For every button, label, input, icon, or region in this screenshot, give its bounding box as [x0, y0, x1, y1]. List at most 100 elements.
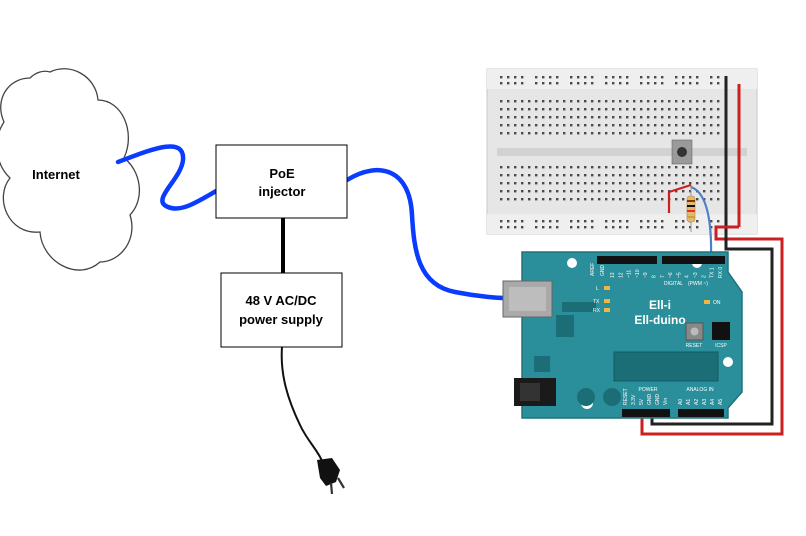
breadboard-hole [633, 166, 636, 169]
breadboard-hole [682, 132, 685, 135]
breadboard-hole [612, 190, 615, 193]
breadboard-hole [521, 190, 524, 193]
breadboard-hole [556, 182, 559, 185]
breadboard-hole [528, 108, 531, 111]
breadboard-hole [717, 82, 720, 85]
pin-label: GND [647, 394, 653, 406]
breadboard-hole [619, 108, 622, 111]
pin-label: GND [655, 394, 661, 406]
breadboard-hole [710, 166, 713, 169]
breadboard-hole [703, 108, 706, 111]
breadboard-hole [542, 174, 545, 177]
breadboard-hole [507, 220, 510, 223]
breadboard-hole [591, 100, 594, 103]
pin-label: RX 0 [718, 267, 724, 278]
breadboard-hole [563, 116, 566, 119]
breadboard-hole [556, 132, 559, 135]
breadboard-hole [689, 166, 692, 169]
pin-label: A3 [702, 399, 708, 405]
breadboard-hole [661, 82, 664, 85]
breadboard-hole [563, 198, 566, 201]
breadboard-hole [549, 116, 552, 119]
breadboard-hole [591, 116, 594, 119]
aref-label: AREF [590, 263, 596, 276]
pin-label: ~6 [668, 272, 674, 278]
breadboard-hole [521, 198, 524, 201]
breadboard-hole [696, 220, 699, 223]
breadboard-hole [696, 174, 699, 177]
pin-label: RESET [623, 388, 629, 405]
breadboard-hole [626, 190, 629, 193]
on-label: ON [713, 300, 721, 306]
breadboard-hole [647, 198, 650, 201]
breadboard-hole [647, 226, 650, 229]
pin-label: ~10 [635, 269, 641, 278]
breadboard-hole [514, 198, 517, 201]
pin-label: 12 [618, 272, 624, 278]
breadboard-hole [556, 116, 559, 119]
breadboard-hole [619, 124, 622, 127]
breadboard-hole [689, 100, 692, 103]
breadboard-hole [612, 220, 615, 223]
pin-label: A2 [694, 399, 700, 405]
icsp-header [712, 322, 730, 340]
breadboard-hole [570, 108, 573, 111]
breadboard-hole [521, 174, 524, 177]
breadboard-hole [521, 220, 524, 223]
breadboard-hole [626, 198, 629, 201]
breadboard-hole [542, 226, 545, 229]
breadboard [486, 68, 758, 236]
breadboard-hole [514, 182, 517, 185]
breadboard-hole [514, 108, 517, 111]
breadboard-holes [500, 76, 720, 229]
breadboard-hole [556, 198, 559, 201]
breadboard-hole [570, 220, 573, 223]
breadboard-hole [640, 76, 643, 79]
breadboard-hole [591, 182, 594, 185]
breadboard-hole [682, 220, 685, 223]
led-l-label: L [596, 286, 599, 292]
breadboard-hole [703, 100, 706, 103]
breadboard-hole [682, 116, 685, 119]
breadboard-hole [675, 132, 678, 135]
pin-label: 7 [660, 275, 666, 278]
breadboard-hole [654, 174, 657, 177]
breadboard-hole [584, 166, 587, 169]
breadboard-hole [633, 174, 636, 177]
breadboard-hole [640, 190, 643, 193]
breadboard-hole [675, 100, 678, 103]
breadboard-hole [542, 182, 545, 185]
breadboard-hole [605, 226, 608, 229]
breadboard-hole [640, 82, 643, 85]
breadboard-hole [661, 220, 664, 223]
breadboard-hole [703, 116, 706, 119]
breadboard-hole [675, 226, 678, 229]
breadboard-hole [549, 108, 552, 111]
breadboard-hole [654, 190, 657, 193]
breadboard-hole [619, 182, 622, 185]
breadboard-hole [682, 166, 685, 169]
breadboard-hole [703, 190, 706, 193]
breadboard-hole [647, 100, 650, 103]
breadboard-hole [689, 124, 692, 127]
breadboard-hole [535, 174, 538, 177]
breadboard-hole [619, 226, 622, 229]
breadboard-hole [570, 190, 573, 193]
breadboard-hole [500, 100, 503, 103]
breadboard-hole [696, 108, 699, 111]
breadboard-hole [619, 174, 622, 177]
breadboard-hole [612, 198, 615, 201]
breadboard-hole [535, 182, 538, 185]
breadboard-hole [647, 76, 650, 79]
breadboard-hole [633, 132, 636, 135]
breadboard-hole [619, 220, 622, 223]
breadboard-hole [626, 108, 629, 111]
breadboard-hole [542, 100, 545, 103]
breadboard-hole [591, 226, 594, 229]
breadboard-hole [507, 116, 510, 119]
breadboard-hole [591, 220, 594, 223]
breadboard-hole [647, 220, 650, 223]
breadboard-hole [668, 108, 671, 111]
icsp-label: ICSP [715, 343, 727, 349]
breadboard-hole [717, 166, 720, 169]
